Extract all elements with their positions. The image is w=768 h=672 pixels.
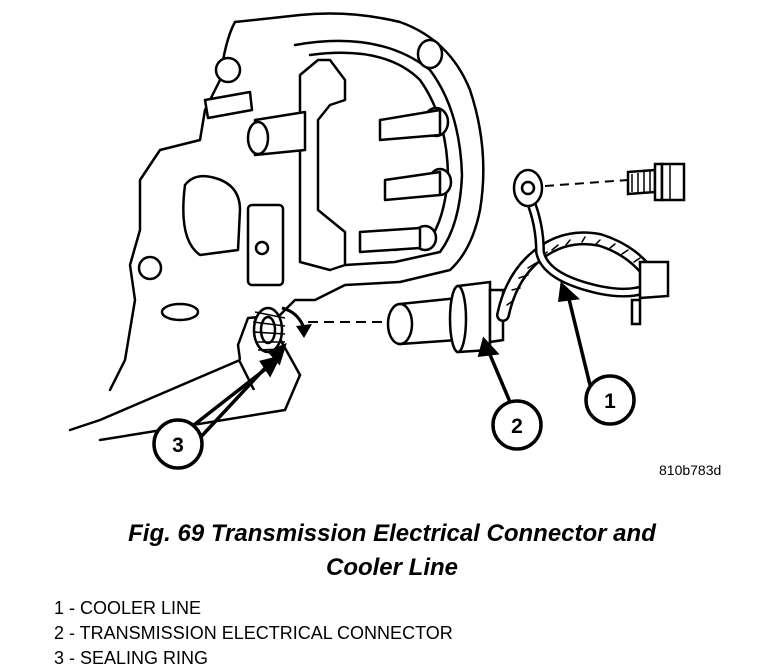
- callout-circle-3: [152, 418, 204, 470]
- bolt: [626, 162, 686, 202]
- callout-circle-1: [584, 374, 636, 426]
- leader-2: [486, 349, 512, 403]
- arrowhead-1: [557, 281, 580, 303]
- callout-2: 2: [491, 399, 543, 451]
- callout-leaders: [188, 281, 592, 442]
- callout-3: 3: [152, 418, 204, 470]
- sealing-ring: [252, 306, 286, 354]
- transmission-case: [68, 12, 485, 442]
- figure-id: 810b783d: [659, 462, 722, 478]
- cooler-line-fitting: [512, 168, 670, 326]
- callout-number-1: 1: [604, 390, 616, 413]
- arrowhead-3b: [267, 342, 287, 366]
- caption-line-2: Cooler Line: [325, 554, 458, 581]
- callout-1: 1: [584, 374, 636, 426]
- leader-3b: [196, 350, 282, 442]
- electrical-connector: [386, 280, 505, 354]
- legend-item-1: 1 - COOLER LINE: [54, 598, 202, 618]
- arrowhead-2: [477, 336, 500, 358]
- rotation-arrowhead: [296, 324, 312, 338]
- callout-circle-2: [491, 399, 543, 451]
- legend: 1 - COOLER LINE 2 - TRANSMISSION ELECTRI…: [54, 596, 453, 671]
- callout-number-3: 3: [172, 434, 184, 457]
- caption-line-1: Fig. 69 Transmission Electrical Connecto…: [128, 520, 656, 547]
- figure-caption: Fig. 69 Transmission Electrical Connecto…: [0, 517, 768, 585]
- bolt-alignment-line: [544, 179, 629, 187]
- legend-item-2: 2 - TRANSMISSION ELECTRICAL CONNECTOR: [54, 623, 453, 643]
- leader-1: [566, 294, 592, 386]
- legend-item-3: 3 - SEALING RING: [54, 648, 209, 668]
- cooler-line: [496, 195, 657, 322]
- callout-number-2: 2: [511, 415, 523, 438]
- transmission-connector-diagram: 1 2 3: [68, 12, 686, 470]
